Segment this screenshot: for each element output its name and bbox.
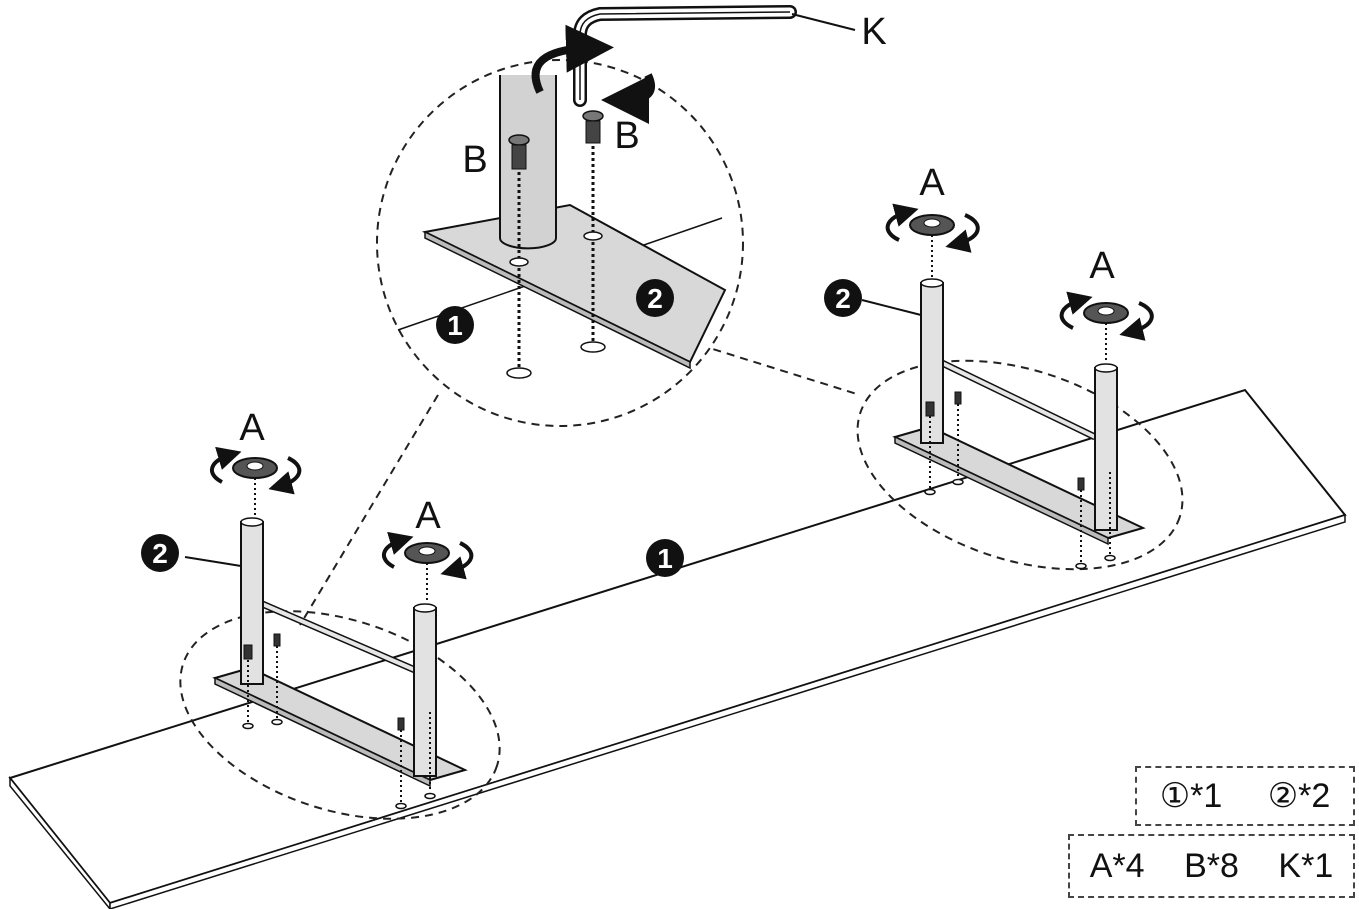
right-leveler-1	[885, 203, 980, 277]
label-screw-1: B	[462, 139, 487, 181]
parts-key-count: K*1	[1278, 846, 1334, 885]
right-detail-outline	[856, 359, 1184, 571]
badge-board-zoom: 1	[436, 306, 474, 344]
label-leveler-right-2: A	[1089, 245, 1115, 287]
left-leg-tube-1	[240, 521, 264, 685]
parts-list-row-1: ①*1 ②*2	[1135, 766, 1355, 826]
parts-leveler-count: A*4	[1089, 846, 1145, 885]
label-leveler-left-2: A	[415, 495, 441, 537]
zoom-screw-1	[508, 134, 530, 368]
right-leveler-2	[1059, 291, 1154, 362]
left-leveler-1	[209, 446, 302, 515]
zoom-detail	[376, 5, 856, 427]
svg-text:2: 2	[647, 283, 663, 314]
parts-leg-count: ②*2	[1267, 777, 1331, 815]
right-leg-tube-1	[920, 282, 944, 444]
parts-list-row-2: A*4 B*8 K*1	[1068, 834, 1355, 898]
label-screw-2: B	[614, 115, 639, 157]
left-detail-outline	[179, 610, 501, 820]
badge-leg-zoom: 2	[636, 279, 674, 317]
left-leveler-2	[381, 531, 474, 603]
badge-leg-left: 2	[141, 534, 179, 572]
svg-text:2: 2	[835, 283, 851, 314]
left-leg-tube-2	[413, 607, 437, 777]
right-leg-tube-2	[1094, 367, 1118, 531]
zoom-connector-lines	[299, 344, 861, 626]
label-leveler-left-1: A	[239, 407, 265, 449]
left-leg-assembly	[179, 446, 501, 820]
parts-screw-count: B*8	[1184, 846, 1239, 885]
svg-text:1: 1	[657, 543, 673, 574]
zoom-screw-2	[582, 110, 604, 342]
parts-board-count: ①*1	[1159, 777, 1223, 815]
zoom-leg-tube	[499, 75, 557, 250]
badge-leg-right: 2	[824, 279, 862, 317]
svg-text:2: 2	[152, 538, 168, 569]
label-hex-key: K	[861, 11, 886, 53]
part-labels: A A A A B B K	[239, 11, 1115, 537]
svg-text:1: 1	[447, 310, 463, 341]
table-top-board	[8, 388, 1347, 909]
badge-board-main: 1	[646, 539, 684, 577]
label-leveler-right-1: A	[919, 162, 945, 204]
right-leg-assembly	[856, 203, 1184, 571]
